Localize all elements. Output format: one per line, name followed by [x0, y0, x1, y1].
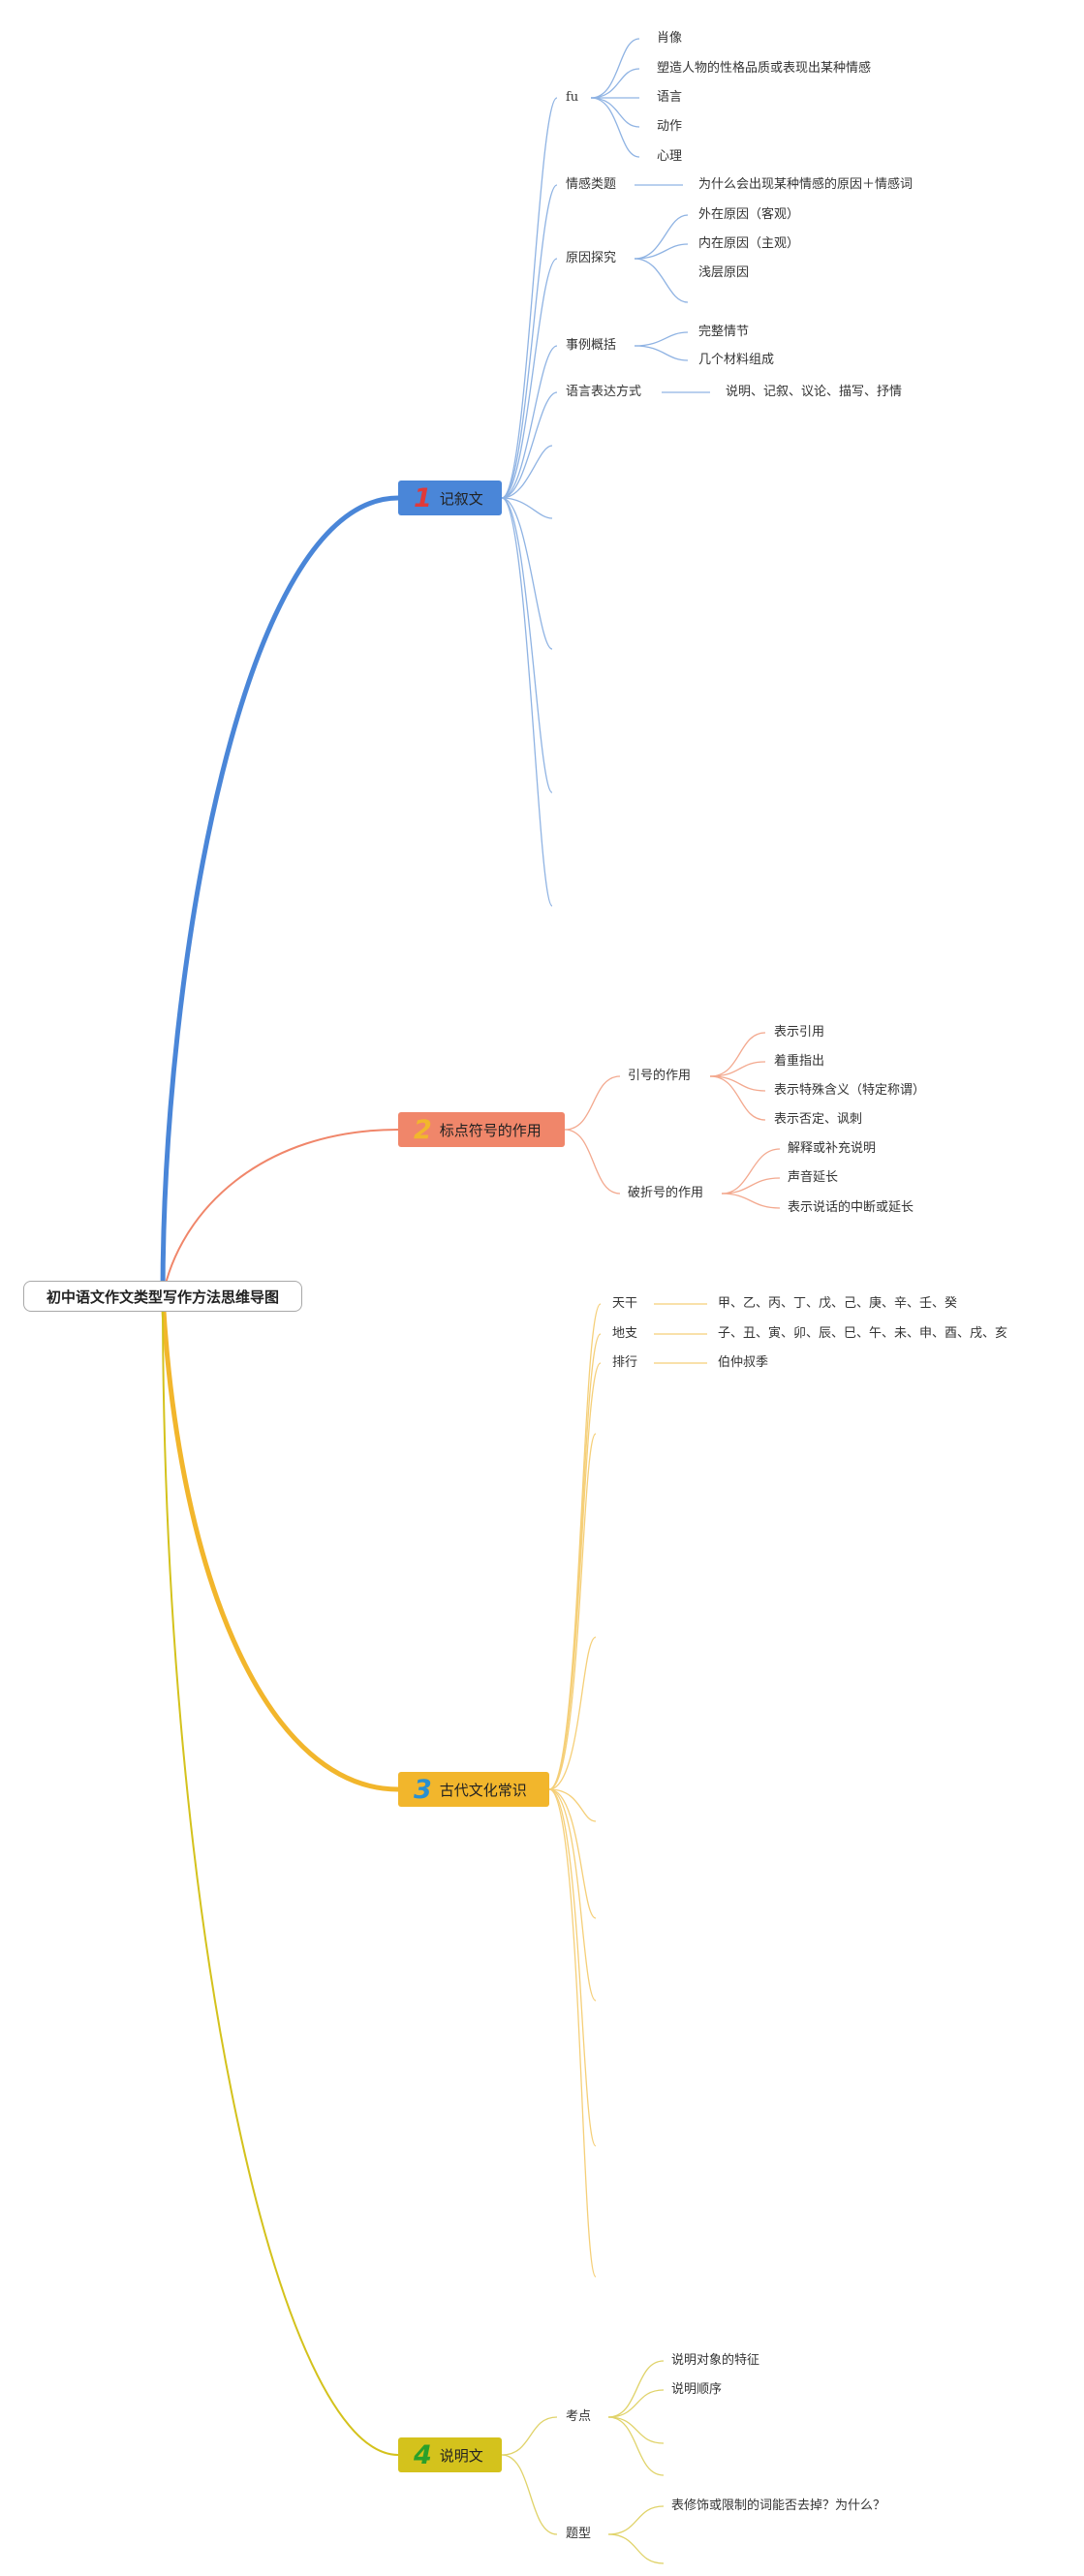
b2-topic-dash[interactable]: 破折号的作用: [628, 1186, 704, 1200]
b1-topic-example[interactable]: 事例概括: [566, 338, 617, 353]
b4-topic-kaodian[interactable]: 考点: [566, 2409, 592, 2424]
b1-topic-expression[interactable]: 语言表达方式: [566, 385, 642, 399]
b1-expression-item[interactable]: 说明、记叙、议论、描写、抒情: [726, 385, 903, 399]
b1-cause-item[interactable]: 浅层原因: [698, 265, 750, 280]
branch-4-label: 说明文: [439, 2446, 483, 2465]
b3-topic-tiangan[interactable]: 天干: [612, 1296, 638, 1311]
b1-example-item[interactable]: 几个材料组成: [698, 353, 775, 367]
root-label: 初中语文作文类型写作方法思维导图: [46, 1288, 279, 1306]
b2-quotes-item[interactable]: 表示引用: [774, 1025, 825, 1040]
b2-dash-item[interactable]: 声音延长: [788, 1170, 839, 1185]
branch-2-node[interactable]: 2 标点符号的作用: [398, 1112, 565, 1147]
b1-fu-item[interactable]: 塑造人物的性格品质或表现出某种情感: [657, 61, 872, 76]
b1-topic-fu[interactable]: fu: [566, 90, 579, 105]
b2-dash-item[interactable]: 表示说话的中断或延长: [788, 1200, 914, 1215]
b2-quotes-item[interactable]: 表示否定、讽刺: [774, 1112, 863, 1127]
root-node[interactable]: 初中语文作文类型写作方法思维导图: [23, 1281, 302, 1312]
branch-1-label: 记叙文: [439, 489, 483, 508]
b3-dizhi-item[interactable]: 子、丑、寅、卯、辰、巳、午、未、申、酉、戌、亥: [718, 1326, 1008, 1341]
b2-quotes-item[interactable]: 着重指出: [774, 1054, 825, 1069]
b1-cause-item[interactable]: 内在原因（主观）: [698, 236, 800, 251]
b4-connectors: [501, 2360, 665, 2564]
b2-dash-item[interactable]: 解释或补充说明: [788, 1141, 877, 1156]
b1-fu-item[interactable]: 动作: [657, 119, 683, 134]
branch-1-node[interactable]: 1 记叙文: [398, 481, 502, 515]
branch-1-number: 1: [414, 482, 432, 513]
b3-topic-paihang[interactable]: 排行: [612, 1355, 638, 1370]
b3-connectors: [548, 1303, 707, 2278]
branch-3-label: 古代文化常识: [439, 1781, 527, 1799]
branch-4-number: 4: [414, 2439, 432, 2470]
b1-fu-item[interactable]: 心理: [657, 149, 683, 164]
b1-fu-item[interactable]: 肖像: [657, 31, 683, 46]
b1-fu-item[interactable]: 语言: [657, 90, 683, 105]
branch-4-node[interactable]: 4 说明文: [398, 2437, 502, 2472]
b4-kaodian-item[interactable]: 说明对象的特征: [671, 2353, 760, 2368]
b1-connectors: [501, 38, 710, 907]
b1-example-item[interactable]: 完整情节: [698, 325, 750, 339]
b3-topic-dizhi[interactable]: 地支: [612, 1326, 638, 1341]
b1-cause-item[interactable]: 外在原因（客观）: [698, 207, 800, 222]
b1-emotion-item[interactable]: 为什么会出现某种情感的原因＋情感词: [698, 177, 914, 192]
b2-connectors: [564, 1032, 781, 1209]
branch-2-label: 标点符号的作用: [439, 1121, 542, 1139]
branch-3-node[interactable]: 3 古代文化常识: [398, 1772, 549, 1807]
b3-tiangan-item[interactable]: 甲、乙、丙、丁、戊、己、庚、辛、壬、癸: [718, 1296, 958, 1311]
b1-topic-cause[interactable]: 原因探究: [566, 251, 617, 265]
connector-root-b4: [162, 1295, 399, 2456]
b4-topic-tixing[interactable]: 题型: [566, 2527, 592, 2541]
b4-tixing-item[interactable]: 表修饰或限制的词能否去掉？为什么？: [671, 2498, 886, 2513]
b4-kaodian-item[interactable]: 说明顺序: [671, 2382, 723, 2397]
branch-2-number: 2: [414, 1114, 432, 1145]
connector-root-b3: [160, 1295, 399, 1792]
b2-topic-quotes[interactable]: 引号的作用: [628, 1069, 692, 1083]
b2-quotes-item[interactable]: 表示特殊含义（特定称谓）: [774, 1083, 926, 1098]
connector-root-b2: [162, 1129, 399, 1297]
connector-root-b1: [160, 495, 399, 1297]
b1-topic-emotion[interactable]: 情感类题: [566, 177, 617, 192]
b3-paihang-item[interactable]: 伯仲叔季: [718, 1355, 769, 1370]
branch-3-number: 3: [414, 1774, 432, 1805]
